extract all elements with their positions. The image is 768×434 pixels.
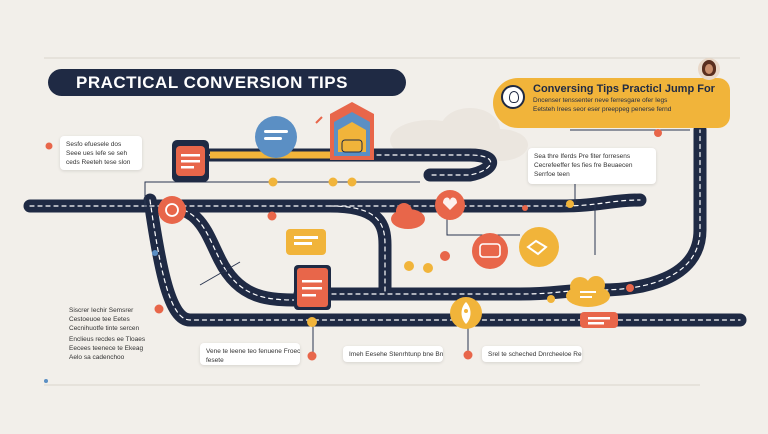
card-line: fesete <box>206 357 224 364</box>
chat-message-icon <box>286 229 326 255</box>
card-line: Cecrefeeffer fes fies fre Beuaecen <box>534 162 633 169</box>
card-line: Serrfoe teen <box>534 171 570 178</box>
cloud-icon <box>391 203 425 229</box>
tip-callout: Conversing Tips Practicl Jump For Dncens… <box>493 78 730 128</box>
card-line: Vene te leene teo fenuene Froecdee <box>206 348 300 355</box>
card-line: Sea thre Iferds Pre fiter forresens <box>534 153 631 160</box>
pen-icon <box>315 116 528 211</box>
heart-hand-icon <box>435 190 465 220</box>
lightbulb-icon <box>501 85 525 109</box>
tip-card-left-b: Enclieus recdes ee Tloaes Eecees teenece… <box>63 331 163 361</box>
location-pin-icon <box>158 196 186 224</box>
tip-card-right: Sea thre Iferds Pre fiter forresens Cecr… <box>528 148 656 184</box>
list-badge-icon <box>580 312 618 328</box>
waypoint-dots <box>44 101 662 383</box>
card-line: Cecnihuotfe tinte sercen <box>69 325 140 332</box>
cloud-badge-icon <box>566 276 610 307</box>
card-line: ceds Reeteh tese slon <box>66 159 131 166</box>
card-line: Imeh Eesehe Stenrhtunp bne Bnede <box>349 351 443 358</box>
clipboard-icon <box>294 265 331 310</box>
tip-card-bottom-1: Vene te leene teo fenuene Froecdee feset… <box>200 343 300 365</box>
handshake-icon <box>519 227 559 267</box>
tip-card-top-left: Sesfo efuesele dos Seee ues Iefe se seh … <box>60 136 142 170</box>
tip-card-bottom-2: Imeh Eesehe Stenrhtunp bne Bnede <box>343 346 443 362</box>
avatar <box>698 58 720 80</box>
card-line: Sesfo efuesele dos <box>66 141 122 148</box>
callout-title: Conversing Tips Practicl Jump For <box>533 83 715 95</box>
tip-card-left-a: Siscrer Iechir Semsrer Cestoeuoe tee Eet… <box>63 302 148 332</box>
card-line: Enclieus recdes ee Tloaes <box>69 336 146 343</box>
callout-line: Eetsteh Irees seor eser preeppeg penerse… <box>533 106 672 113</box>
card-line: Cestoeuoe tee Eetes <box>69 316 130 323</box>
chat-bubble-icon <box>255 116 297 158</box>
page-title: PRACTICAL CONVERSION TIPS <box>48 69 406 96</box>
callout-line: Dncenser tenssenter neve ferresgare ofer… <box>533 97 668 104</box>
card-line: Eecees teenece te Ekeag <box>69 345 144 352</box>
chat-bubble-orange-icon <box>472 233 508 269</box>
checklist-icon <box>172 140 209 182</box>
card-line: Aelo sa cadenchoo <box>69 354 125 361</box>
card-line: Siscrer Iechir Semsrer <box>69 307 134 314</box>
rocket-icon <box>450 297 482 329</box>
layered-stack-icon <box>330 102 374 160</box>
card-line: Seee ues Iefe se seh <box>66 150 128 157</box>
tip-card-bottom-3: Srel te scheched Dnrcheeloe Relllnes <box>482 346 582 362</box>
card-line: Srel te scheched Dnrcheeloe Relllnes <box>488 351 582 358</box>
